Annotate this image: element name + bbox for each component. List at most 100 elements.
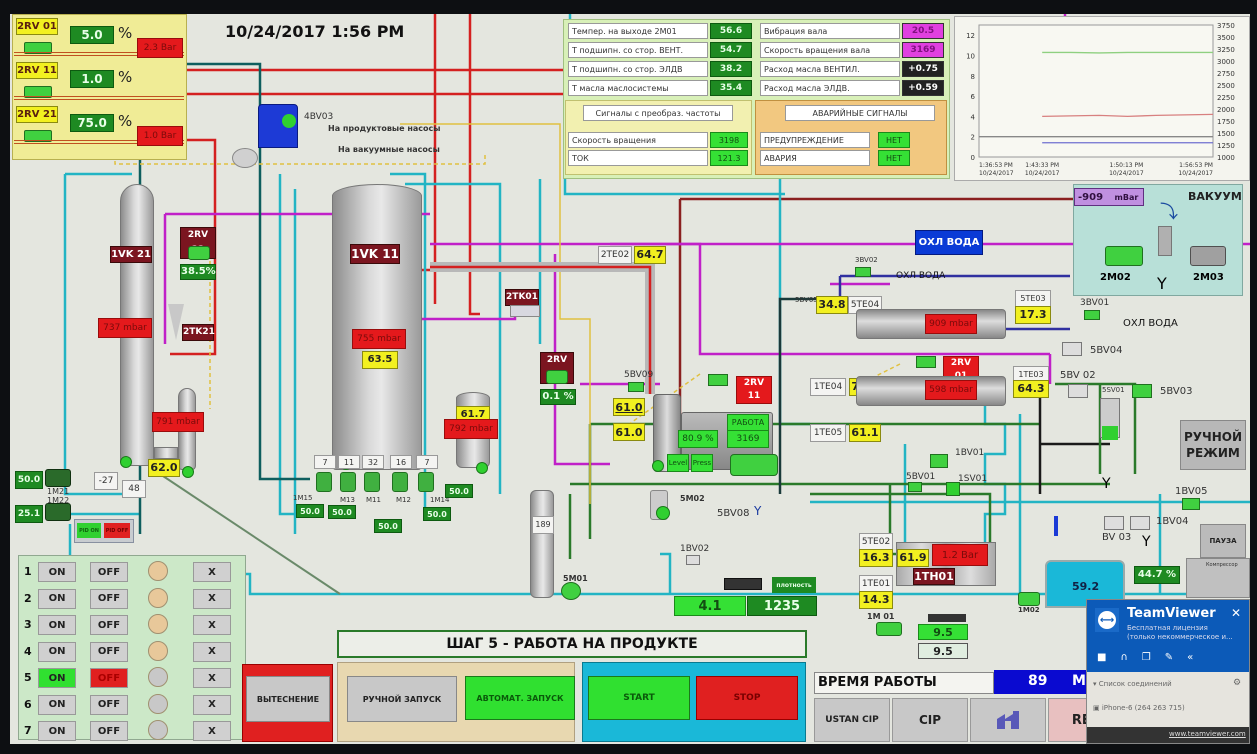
cip-clear-button[interactable]: X (193, 615, 231, 635)
chart-y-left-tick: 2 (971, 134, 975, 142)
cip-off-button[interactable]: OFF (90, 721, 128, 741)
status-dot (476, 462, 488, 474)
step-banner: ШАГ 5 - РАБОТА НА ПРОДУКТЕ (337, 630, 807, 658)
cip-off-button[interactable]: OFF (90, 641, 128, 662)
valve-2rv11-tag: 2RV 11 (736, 376, 772, 404)
hx-lower-te-out: 64.3 (1013, 380, 1049, 398)
valve-1sv01-label: 1SV01 (958, 474, 988, 484)
connections-label: Список соединений (1098, 680, 1172, 688)
pause-button[interactable]: ПАУЗА (1200, 524, 1246, 558)
valve-3bv01-icon (1084, 310, 1100, 320)
stop-button[interactable]: STOP (696, 676, 798, 720)
cip-clear-button[interactable]: X (193, 721, 231, 741)
valve-5bv02-icon (1068, 384, 1088, 398)
start-button[interactable]: START (588, 676, 690, 720)
home-button[interactable] (970, 698, 1046, 742)
chart-y-right-tick: 1000 (1217, 154, 1235, 162)
cooling-water-label: ОХЛ ВОДА (896, 271, 946, 281)
product-pumps-label: На продуктовые насосы (328, 124, 441, 133)
heater-pressure: 1.2 Bar (932, 544, 988, 566)
cip-off-button[interactable]: OFF (90, 615, 128, 635)
chart-plot-area (978, 24, 1214, 158)
teamviewer-footer-link[interactable]: www.teamviewer.com (1169, 730, 1246, 738)
cip-button[interactable]: CIP (892, 698, 968, 742)
cip-clear-button[interactable]: X (193, 694, 231, 715)
cip-off-button[interactable]: OFF (90, 588, 128, 609)
cip-status-lamp (148, 640, 168, 661)
heater-te1: 16.3 (859, 549, 893, 567)
valve-5bv04-icon (1062, 342, 1082, 356)
vacuum-tee (1158, 226, 1172, 256)
cip-clear-button[interactable]: X (193, 668, 231, 688)
valve-5bv05-label: 5BV05 (795, 296, 818, 304)
hx-upper-te-in: 34.8 (816, 296, 848, 314)
pid-off-button[interactable]: PID OFF (104, 523, 130, 538)
drain-y: Y (1102, 476, 1111, 492)
agitator-motor-icon (340, 472, 356, 492)
cip-status-lamp (148, 693, 168, 714)
vacuum-unit: mBar (1114, 193, 1139, 202)
video-icon[interactable]: ■ (1097, 652, 1107, 663)
teamviewer-connection-item[interactable]: ▣ iPhone-6 (264 263 715) (1093, 704, 1185, 712)
param-label: Т подшипн. со стор. ВЕНТ. (568, 42, 708, 58)
auto-start-button[interactable]: АВТОМАТ. ЗАПУСК (465, 676, 575, 720)
cip-on-button[interactable]: ON (38, 562, 76, 582)
cip-clear-button[interactable]: X (193, 562, 231, 582)
cip-off-button[interactable]: OFF (90, 668, 128, 688)
displacement-button[interactable]: ВЫТЕСНЕНИЕ (246, 676, 330, 722)
heater-mid: 61.9 (897, 549, 929, 567)
teamviewer-connections[interactable]: ▾ Список соединений (1093, 680, 1172, 688)
cip-status-lamp (148, 614, 168, 634)
agitator-speed: 50.0 (423, 507, 451, 521)
product-tank-value: 59.2 (1072, 580, 1100, 593)
cyclone-2tk01-icon (510, 305, 540, 317)
flow-meter-icon (928, 614, 966, 622)
pid-on-button[interactable]: PID ON (77, 523, 101, 538)
chart-y-right-tick: 3250 (1217, 46, 1235, 54)
valve-1bv02-icon (686, 555, 700, 565)
fan-temp-1: 61.0 (613, 398, 645, 416)
tank-level-indicator (282, 114, 296, 128)
cip-on-button[interactable]: ON (38, 668, 76, 688)
cip-clear-button[interactable]: X (193, 641, 231, 662)
valve-5bv01-icon (908, 482, 922, 492)
cip-on-button[interactable]: ON (38, 694, 76, 715)
valve-line (14, 140, 184, 144)
manual-start-button[interactable]: РУЧНОЙ ЗАПУСК (347, 676, 457, 722)
cip-off-button[interactable]: OFF (90, 694, 128, 715)
valve-2rv22-icon (188, 246, 210, 260)
collapse-icon[interactable]: « (1187, 652, 1194, 663)
vessel-1vk11 (332, 184, 422, 470)
teamviewer-close-icon[interactable]: ✕ (1231, 606, 1242, 620)
chart-y-left-tick: 0 (971, 154, 975, 162)
headset-icon[interactable]: ∩ (1120, 652, 1128, 663)
cip-on-button[interactable]: ON (38, 721, 76, 741)
alarm-signal-label: ПРЕДУПРЕЖДЕНИЕ (760, 132, 870, 148)
chart-y-right-tick: 2000 (1217, 106, 1235, 114)
cip-clear-button[interactable]: X (193, 588, 231, 609)
cip-off-button[interactable]: OFF (90, 562, 128, 582)
freq-signal-value: 121.3 (710, 150, 748, 166)
chart-x-tick: 1:36:53 PM (979, 162, 1013, 169)
ustan-cip-button[interactable]: USTAN CIP (814, 698, 890, 742)
copy-icon[interactable]: ❐ (1141, 652, 1151, 663)
cip-on-button[interactable]: ON (38, 641, 76, 662)
agitator-value: 7 (314, 455, 336, 469)
cooling-water-button[interactable]: ОХЛ ВОДА (915, 230, 983, 255)
valve-percent: 1.0 (70, 70, 114, 88)
cip-on-button[interactable]: ON (38, 615, 76, 635)
runtime-unit: M (1072, 673, 1086, 689)
agitator-value: 16 (390, 455, 412, 469)
cip-row-number: 2 (24, 591, 32, 605)
brush-icon[interactable]: ✎ (1164, 652, 1174, 663)
vacuum-value: -909 (1078, 192, 1104, 203)
column-connector (154, 447, 178, 459)
teamviewer-settings-icon[interactable]: ⚙ (1233, 678, 1242, 688)
chart-x-tick: 10/24/2017 (1109, 170, 1144, 177)
param-value: 35.4 (710, 80, 752, 96)
pump-icon (232, 148, 258, 168)
param-value: 54.7 (710, 42, 752, 58)
manual-mode-button[interactable]: РУЧНОЙ РЕЖИМ (1180, 420, 1246, 470)
cyclone-2tk21-tag: 2TK21 (182, 324, 215, 341)
cip-on-button[interactable]: ON (38, 588, 76, 609)
